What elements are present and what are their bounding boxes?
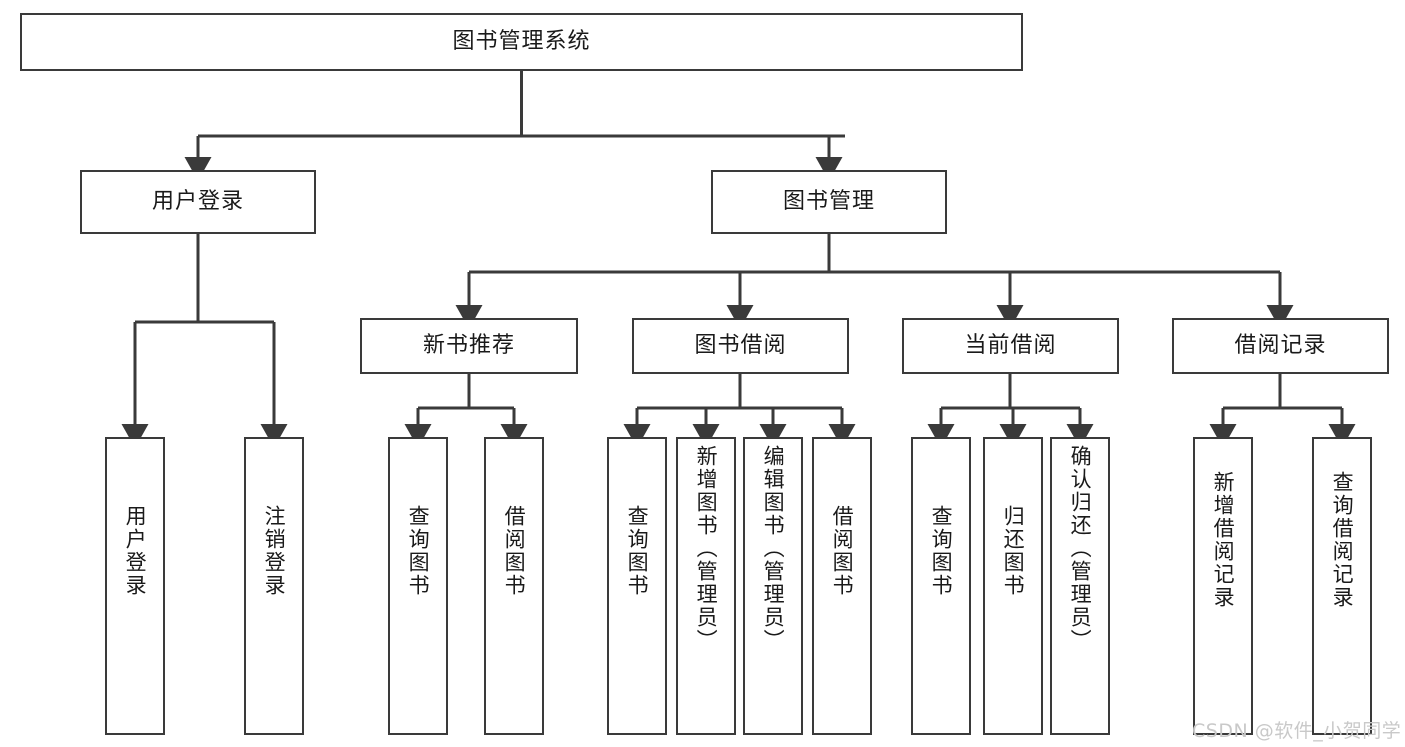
node-leaf-logout-label: 注销登录 bbox=[262, 505, 287, 597]
node-leaf-query-book-2-label: 查询图书 bbox=[625, 505, 650, 597]
node-current-borrow[interactable]: 当前借阅 bbox=[902, 318, 1119, 374]
node-leaf-borrow-book-2[interactable]: 借阅图书 bbox=[812, 437, 872, 735]
node-leaf-borrow-book-1[interactable]: 借阅图书 bbox=[484, 437, 544, 735]
node-leaf-return-book[interactable]: 归还图书 bbox=[983, 437, 1043, 735]
node-current-borrow-label: 当前借阅 bbox=[964, 332, 1057, 358]
node-leaf-add-book-label: 新增图书（管理员） bbox=[694, 445, 719, 652]
node-leaf-query-book-1[interactable]: 查询图书 bbox=[388, 437, 448, 735]
watermark: CSDN @软件_小贺同学 bbox=[1192, 720, 1402, 742]
node-root-label: 图书管理系统 bbox=[452, 28, 591, 54]
node-new-book-rec[interactable]: 新书推荐 bbox=[360, 318, 578, 374]
node-leaf-edit-book[interactable]: 编辑图书（管理员） bbox=[743, 437, 803, 735]
node-leaf-confirm-return[interactable]: 确认归还（管理员） bbox=[1050, 437, 1110, 735]
node-leaf-add-book[interactable]: 新增图书（管理员） bbox=[676, 437, 736, 735]
node-leaf-edit-book-label: 编辑图书（管理员） bbox=[761, 445, 786, 652]
node-leaf-return-book-label: 归还图书 bbox=[1001, 505, 1026, 597]
node-leaf-add-record[interactable]: 新增借阅记录 bbox=[1193, 437, 1253, 735]
node-leaf-user-login-label: 用户登录 bbox=[123, 505, 148, 597]
node-book-manage[interactable]: 图书管理 bbox=[711, 170, 947, 234]
node-leaf-query-book-1-label: 查询图书 bbox=[406, 505, 431, 597]
node-leaf-borrow-book-2-label: 借阅图书 bbox=[830, 505, 855, 597]
node-new-book-rec-label: 新书推荐 bbox=[422, 332, 515, 358]
node-borrow-record-label: 借阅记录 bbox=[1234, 332, 1327, 358]
node-leaf-query-book-2[interactable]: 查询图书 bbox=[607, 437, 667, 735]
node-root[interactable]: 图书管理系统 bbox=[20, 13, 1023, 71]
node-book-borrow[interactable]: 图书借阅 bbox=[632, 318, 849, 374]
node-leaf-query-record[interactable]: 查询借阅记录 bbox=[1312, 437, 1372, 735]
node-leaf-logout[interactable]: 注销登录 bbox=[244, 437, 304, 735]
node-leaf-confirm-return-label: 确认归还（管理员） bbox=[1068, 445, 1093, 652]
node-leaf-user-login[interactable]: 用户登录 bbox=[105, 437, 165, 735]
node-user-login[interactable]: 用户登录 bbox=[80, 170, 316, 234]
node-borrow-record[interactable]: 借阅记录 bbox=[1172, 318, 1389, 374]
node-leaf-add-record-label: 新增借阅记录 bbox=[1211, 471, 1236, 609]
node-leaf-query-record-label: 查询借阅记录 bbox=[1330, 471, 1355, 609]
node-book-borrow-label: 图书借阅 bbox=[694, 332, 787, 358]
node-user-login-label: 用户登录 bbox=[151, 188, 244, 214]
node-book-manage-label: 图书管理 bbox=[782, 188, 875, 214]
node-leaf-borrow-book-1-label: 借阅图书 bbox=[502, 505, 527, 597]
node-leaf-query-book-3-label: 查询图书 bbox=[929, 505, 954, 597]
node-leaf-query-book-3[interactable]: 查询图书 bbox=[911, 437, 971, 735]
